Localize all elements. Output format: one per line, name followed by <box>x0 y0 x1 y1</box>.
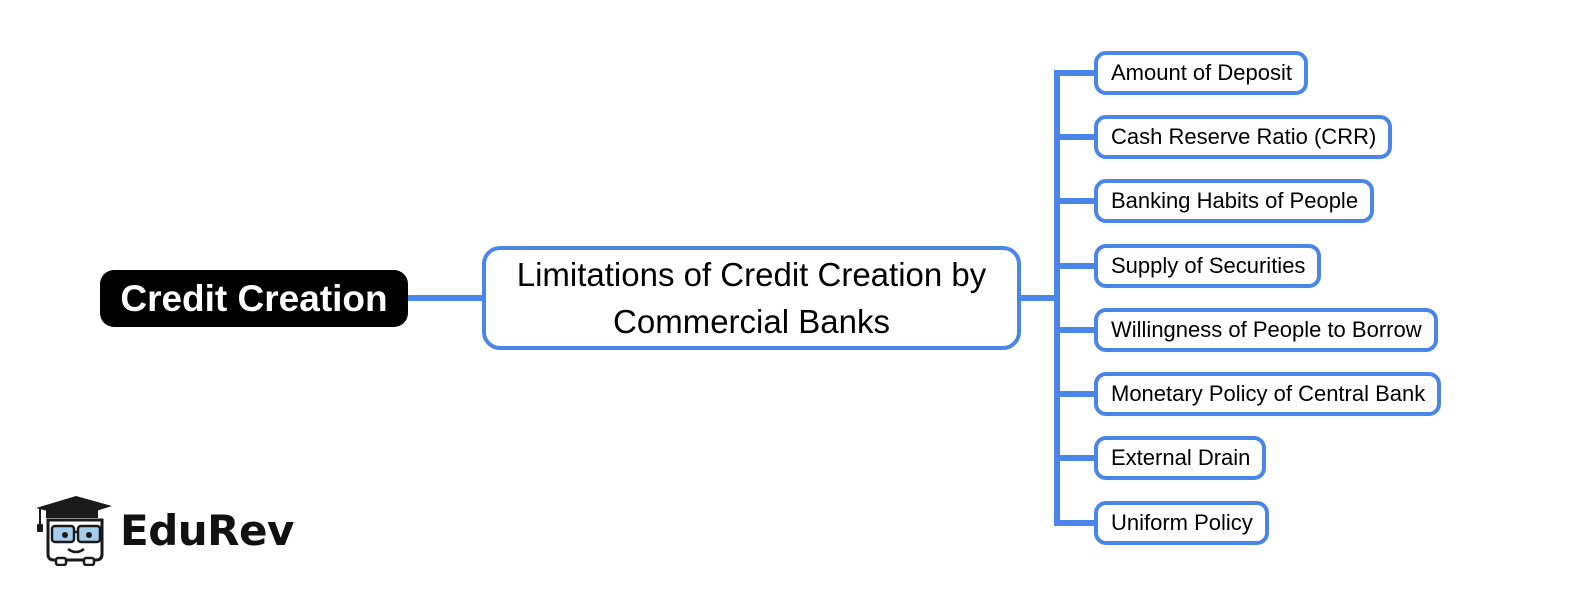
branch-node-external-drain: External Drain <box>1094 436 1267 480</box>
root-node: Credit Creation <box>100 270 408 327</box>
branch-node-willingness-to-borrow: Willingness of People to Borrow <box>1094 308 1438 352</box>
root-node-label: Credit Creation <box>120 277 388 319</box>
center-node-line-1: Limitations of Credit Creation by <box>516 256 987 293</box>
branch-label: External Drain <box>1111 445 1251 470</box>
branch-node-monetary-policy: Monetary Policy of Central Bank <box>1094 372 1442 416</box>
branch-label: Amount of Deposit <box>1111 60 1292 85</box>
branch-node-cash-reserve-ratio: Cash Reserve Ratio (CRR) <box>1094 115 1393 159</box>
branch-label: Supply of Securities <box>1111 253 1306 278</box>
branch-node-banking-habits: Banking Habits of People <box>1094 179 1375 223</box>
center-node-line-2: Commercial Banks <box>613 303 890 340</box>
center-node: Limitations of Credit Creation by Commer… <box>482 246 1021 350</box>
brand-name: EduRev <box>120 505 294 555</box>
branch-node-supply-of-securities: Supply of Securities <box>1094 244 1322 288</box>
branch-node-amount-of-deposit: Amount of Deposit <box>1094 51 1308 95</box>
branch-node-uniform-policy: Uniform Policy <box>1094 501 1269 545</box>
graduate-mascot-icon <box>36 496 112 566</box>
branch-label: Uniform Policy <box>1111 510 1253 535</box>
branch-label: Banking Habits of People <box>1111 188 1359 213</box>
branch-label: Willingness of People to Borrow <box>1111 317 1422 342</box>
branch-label: Cash Reserve Ratio (CRR) <box>1111 124 1377 149</box>
edurev-logo: EduRev <box>32 494 294 566</box>
branch-label: Monetary Policy of Central Bank <box>1111 381 1426 406</box>
